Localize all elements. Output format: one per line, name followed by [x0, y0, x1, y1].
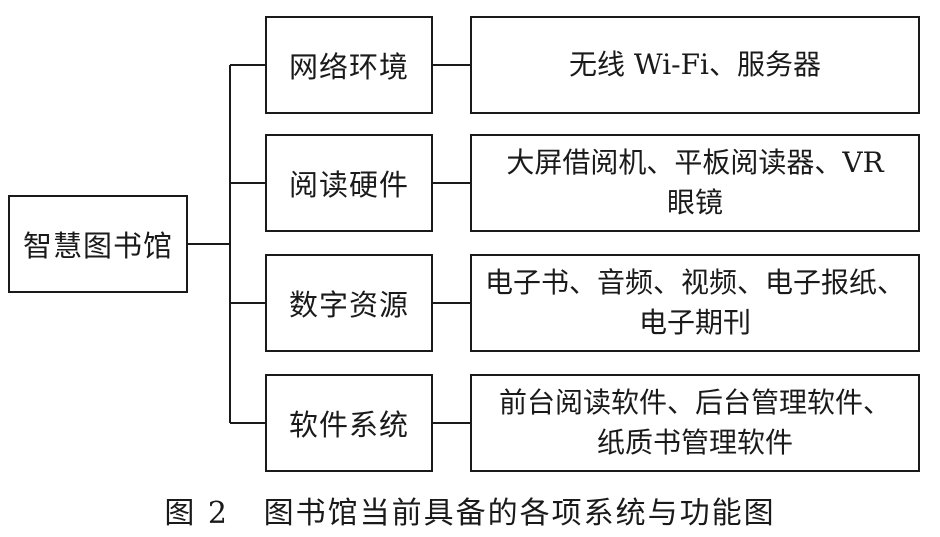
root-node-label: 智慧图书馆: [22, 229, 173, 263]
detail-line: 前台阅读软件、后台管理软件、: [498, 386, 891, 419]
root-node-box: 智慧图书馆: [8, 195, 188, 293]
category-label-software: 软件系统: [288, 408, 409, 442]
detail-line: 眼镜: [666, 186, 723, 219]
category-box-digital-resources: 数字资源: [265, 254, 433, 352]
detail-box-network: 无线 Wi-Fi、服务器: [470, 16, 920, 114]
category-label-digital-resources: 数字资源: [288, 288, 409, 322]
detail-line: 电子书、音频、视频、电子报纸、: [484, 266, 905, 299]
detail-box-digital-resources: 电子书、音频、视频、电子报纸、 电子期刊: [470, 254, 920, 352]
category-box-hardware: 阅读硬件: [265, 134, 433, 232]
detail-line: 纸质书管理软件: [596, 426, 793, 459]
category-box-network: 网络环境: [265, 16, 433, 114]
detail-box-software: 前台阅读软件、后台管理软件、 纸质书管理软件: [470, 374, 920, 472]
category-box-software: 软件系统: [265, 374, 433, 472]
category-label-network: 网络环境: [288, 50, 409, 84]
category-label-hardware: 阅读硬件: [288, 168, 409, 202]
detail-box-hardware: 大屏借阅机、平板阅读器、VR 眼镜: [470, 134, 920, 232]
detail-line: 无线 Wi-Fi、服务器: [569, 48, 821, 81]
detail-line: 电子期刊: [638, 306, 751, 339]
figure-caption: 图 2 图书馆当前具备的各项系统与功能图: [164, 496, 776, 531]
detail-line: 大屏借阅机、平板阅读器、VR: [506, 146, 884, 179]
